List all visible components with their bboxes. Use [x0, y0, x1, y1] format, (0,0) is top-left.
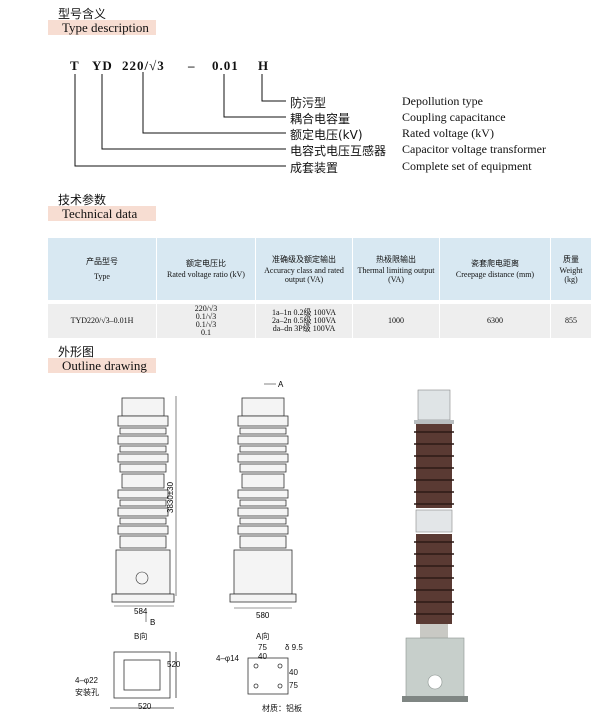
arrow-a-label: A: [278, 380, 284, 389]
cell-accuracy: 1a–1n 0.2级 100VA 2a–2n 0.5级 100VA da–dn …: [255, 300, 353, 338]
material-note: 材质：铝板: [262, 704, 302, 713]
arrow-b-label: B: [150, 618, 155, 627]
cell-ratio: 220/√3 0.1/√3 0.1/√3 0.1: [156, 300, 256, 338]
table-row: TYD220/√3–0.01H 220/√3 0.1/√3 0.1/√3 0.1…: [48, 300, 591, 338]
hole-label: 安装孔: [75, 688, 99, 697]
code-part-capacitance: 0.01: [212, 58, 239, 73]
view-b-label: B向: [134, 632, 148, 641]
section-title-zh: 外形图: [58, 345, 95, 359]
outline-drawing-side-view: 3830±30 584 B: [111, 396, 177, 627]
hole-spec-1: 4–φ22: [75, 676, 98, 685]
type-description-header: 型号含义 Type description: [48, 2, 156, 36]
dim-40-vertical: 40: [289, 668, 298, 677]
section-title-en: Type description: [48, 20, 156, 35]
dim-40: 40: [258, 652, 267, 661]
dim-height-label: 3830±30: [166, 481, 175, 513]
hole-spec-2: 4–φ14: [216, 654, 239, 663]
type-row-en: Depollution type: [402, 94, 483, 108]
cell-type: TYD220/√3–0.01H: [48, 300, 157, 338]
dim-width-580: 580: [256, 611, 270, 620]
dim-75: 75: [258, 643, 267, 652]
technical-data-header: 技术参数 Technical data: [48, 188, 156, 222]
code-part-t: T: [70, 58, 80, 73]
type-row-zh: 额定电压(kV): [290, 128, 363, 142]
dim-520-horizontal: 520: [138, 702, 152, 711]
outline-a-view: [247, 657, 289, 695]
type-row-en: Rated voltage (kV): [402, 126, 494, 140]
dim-520-vertical: 520: [167, 660, 181, 669]
code-part-h: H: [258, 58, 270, 73]
product-photo: [402, 389, 468, 702]
type-row-en: Capacitor voltage transformer: [402, 142, 546, 156]
outline-drawing-header: 外形图 Outline drawing: [48, 340, 156, 374]
dim-95: δ 9.5: [285, 643, 303, 652]
code-part-yd: YD: [92, 58, 113, 73]
cell-weight: 855: [550, 300, 591, 338]
type-row-zh: 耦合电容量: [290, 112, 351, 126]
code-part-dash: –: [188, 58, 196, 73]
type-row-en: Complete set of equipment: [402, 159, 532, 173]
outline-b-view: [110, 651, 177, 709]
type-row-zh: 防污型: [290, 96, 327, 110]
type-row-zh: 成套装置: [290, 161, 339, 175]
section-title-zh: 技术参数: [58, 193, 107, 207]
code-part-voltage: 220/√3: [122, 58, 165, 73]
section-title-en: Technical data: [48, 206, 156, 221]
outline-drawing-front-view: A 580: [229, 380, 297, 620]
dim-75-vertical: 75: [289, 681, 298, 690]
view-a-label: A向: [256, 632, 270, 641]
dim-width-584: 584: [134, 607, 148, 616]
type-row-zh: 电容式电压互感器: [290, 144, 387, 158]
section-title-zh: 型号含义: [58, 7, 107, 21]
cell-thermal: 1000: [352, 300, 440, 338]
type-row-en: Coupling capacitance: [402, 110, 506, 124]
type-code-connector-lines: [74, 72, 286, 167]
section-title-en: Outline drawing: [48, 358, 156, 373]
cell-creepage: 6300: [439, 300, 551, 338]
